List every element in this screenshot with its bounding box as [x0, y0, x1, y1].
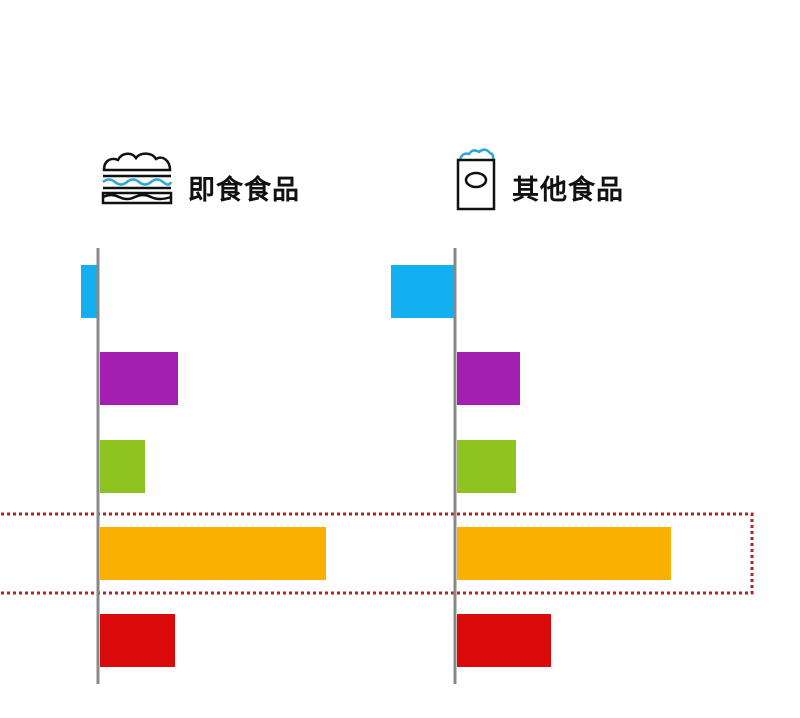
- bar-2-4: [457, 527, 671, 580]
- bar-2-1: [391, 265, 455, 318]
- bar-1-3: [100, 440, 145, 493]
- bar-2-3: [457, 440, 516, 493]
- bar-1-4: [100, 527, 326, 580]
- bar-1-5: [100, 614, 175, 667]
- snack-bag-icon: [456, 148, 496, 211]
- bar-2-2: [457, 352, 520, 405]
- bar-1-2: [100, 352, 178, 405]
- bar-1-1: [81, 265, 98, 318]
- bar-2-5: [457, 614, 551, 667]
- highlight-box: [0, 512, 754, 595]
- panel-title-ready-to-eat: 即食食品: [188, 175, 300, 206]
- panel-title-other-food: 其他食品: [512, 175, 624, 206]
- sandwich-icon: [101, 152, 173, 205]
